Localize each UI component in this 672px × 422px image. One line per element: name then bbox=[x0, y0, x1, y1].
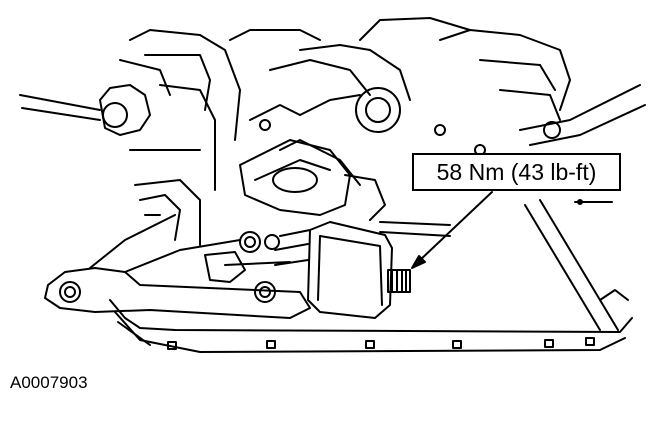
pan-bolts bbox=[168, 338, 594, 349]
figure-id: A0007903 bbox=[10, 373, 88, 392]
actuator-body bbox=[205, 222, 450, 318]
reference-mark bbox=[575, 200, 612, 204]
threaded-fitting bbox=[388, 270, 410, 292]
pump-housing bbox=[240, 140, 385, 220]
mount-bracket bbox=[45, 215, 310, 318]
oil-pan bbox=[110, 200, 632, 352]
engine-block bbox=[20, 18, 645, 190]
torque-callout-text: 58 Nm (43 lb-ft) bbox=[436, 158, 597, 185]
torque-callout: 58 Nm (43 lb-ft) bbox=[412, 153, 621, 191]
callout-leader-arrow bbox=[412, 192, 492, 268]
pulley bbox=[130, 150, 200, 245]
